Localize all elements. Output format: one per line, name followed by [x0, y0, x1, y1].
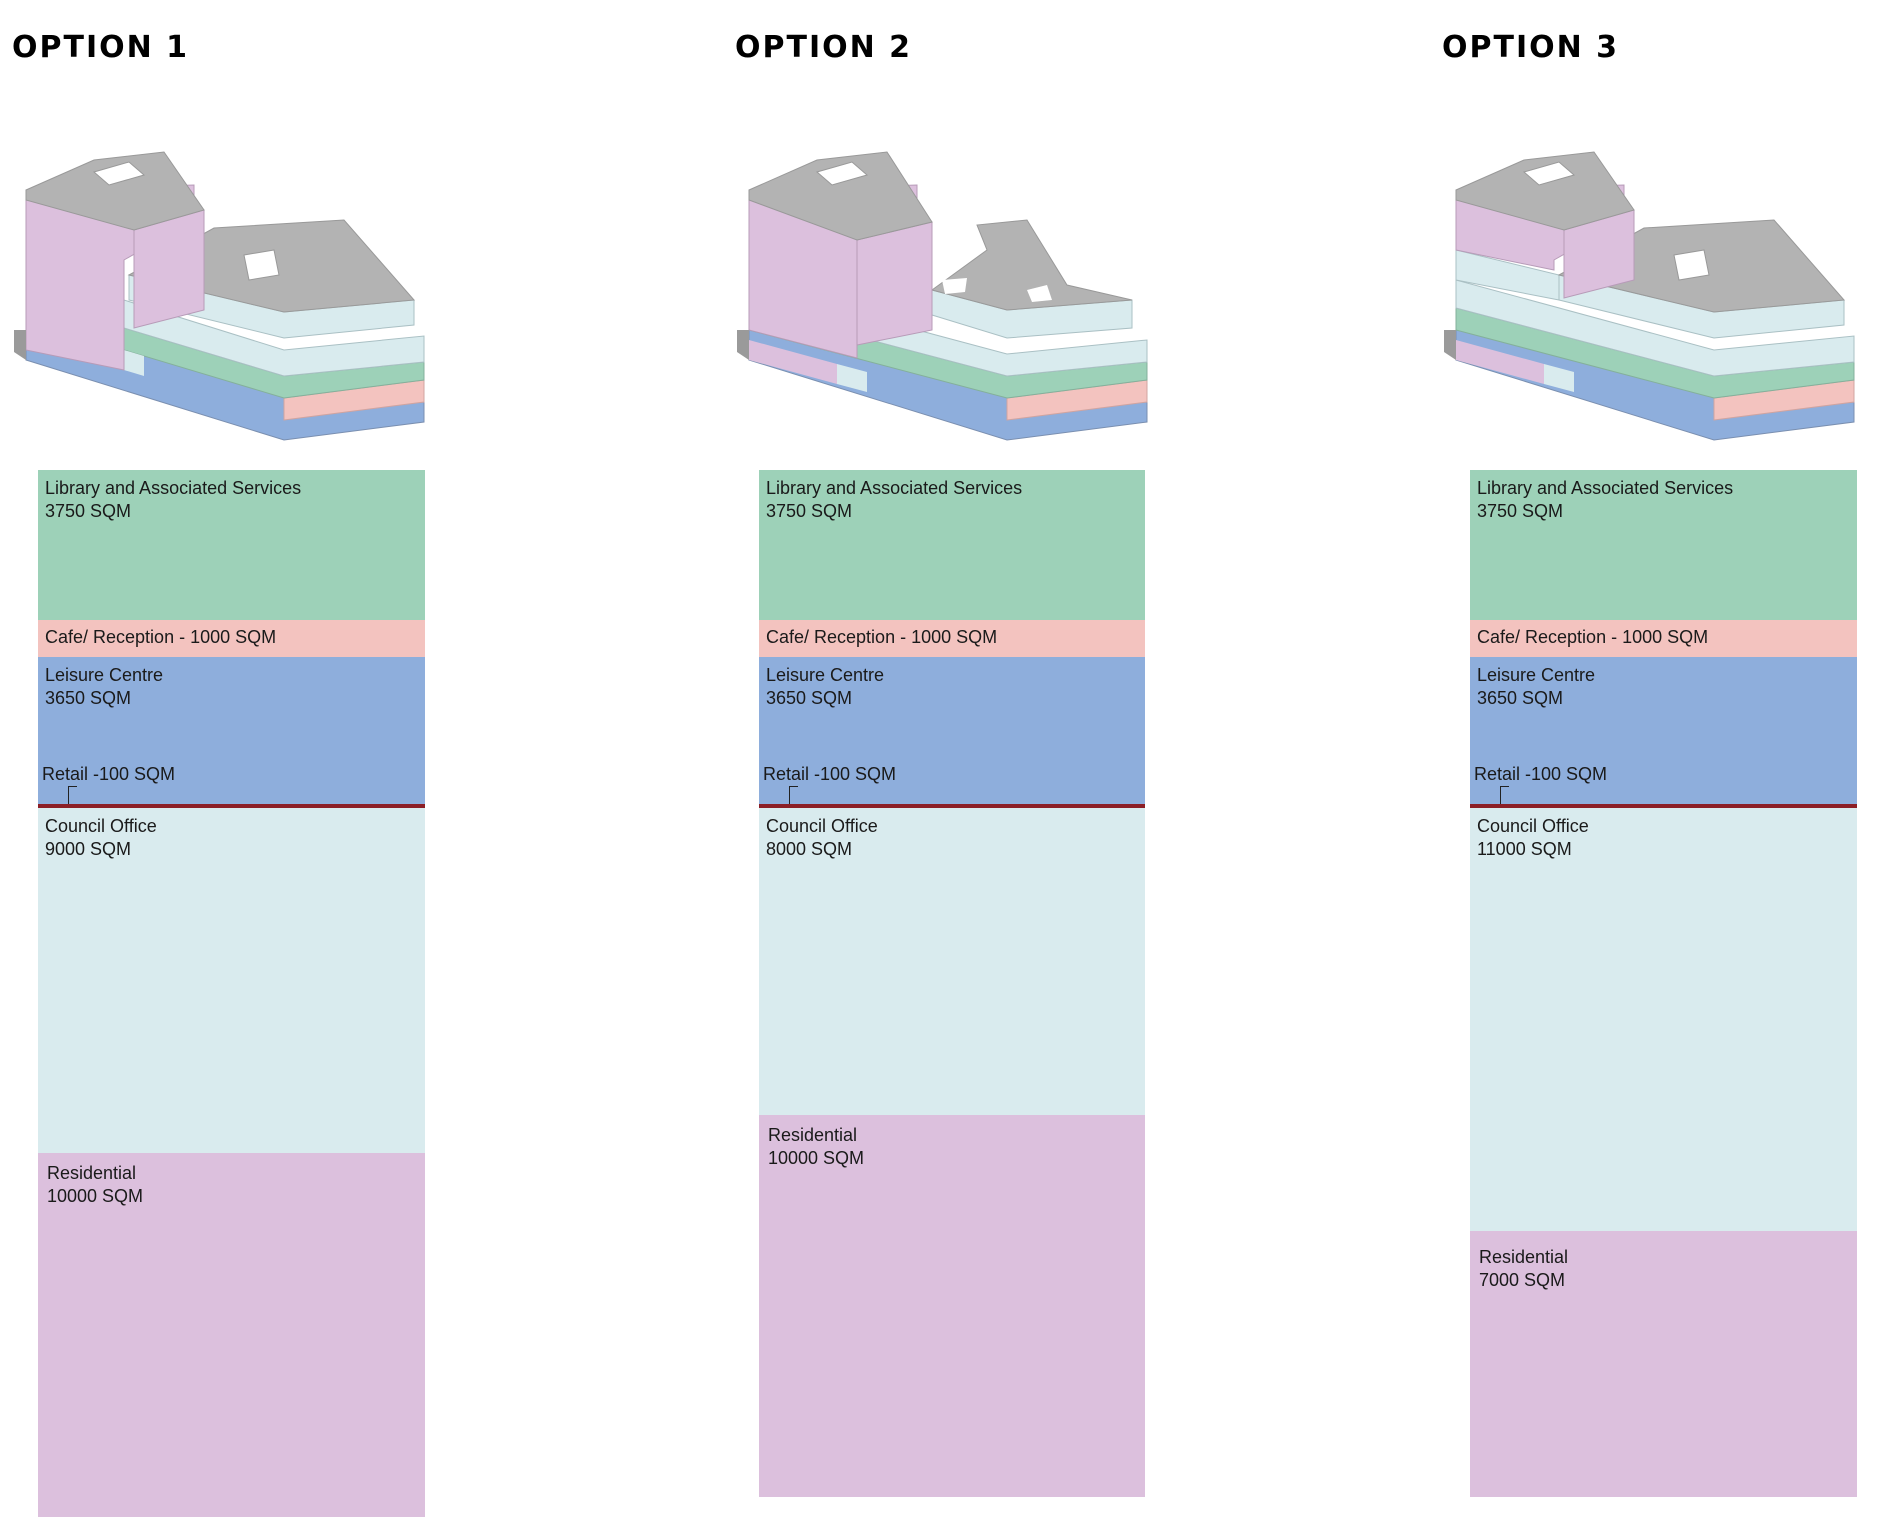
- leisure-centre-block: Leisure Centre 3650 SQM: [759, 657, 1145, 806]
- council-office-name: Council Office: [45, 816, 157, 836]
- ground-level-divider: [1470, 804, 1857, 808]
- council-office-area: 11000 SQM: [1477, 839, 1572, 859]
- retail-leader-line: [789, 786, 798, 805]
- retail-label: Retail -100 SQM: [763, 764, 897, 784]
- council-office-name: Council Office: [766, 816, 878, 836]
- building-massing-model: [737, 151, 1148, 441]
- library-name: Library and Associated Services: [766, 478, 1023, 498]
- cafe-reception-block: Cafe/ Reception - 1000 SQM: [1470, 620, 1857, 657]
- library-block: Library and Associated Services 3750 SQM: [38, 470, 425, 620]
- leisure-centre-name: Leisure Centre: [45, 665, 164, 685]
- option-title: OPTION 2: [735, 30, 913, 65]
- cafe-reception-label: Cafe/ Reception - 1000 SQM: [766, 627, 998, 647]
- residential-name: Residential: [768, 1125, 858, 1145]
- residential-block: Residential 7000 SQM: [1470, 1231, 1857, 1497]
- residential-block: Residential 10000 SQM: [38, 1153, 425, 1517]
- residential-name: Residential: [47, 1163, 137, 1183]
- residential-area: 10000 SQM: [768, 1148, 865, 1168]
- retail-leader-line: [1500, 786, 1509, 805]
- leisure-centre-block: Leisure Centre 3650 SQM: [38, 657, 425, 806]
- residential-area: 7000 SQM: [1479, 1270, 1566, 1290]
- residential-area: 10000 SQM: [47, 1186, 144, 1206]
- retail-label: Retail -100 SQM: [1474, 764, 1608, 784]
- library-name: Library and Associated Services: [1477, 478, 1734, 498]
- cafe-reception-label: Cafe/ Reception - 1000 SQM: [45, 627, 277, 647]
- library-area: 3750 SQM: [766, 501, 853, 521]
- leisure-centre-name: Leisure Centre: [1477, 665, 1596, 685]
- residential-block: Residential 10000 SQM: [759, 1115, 1145, 1497]
- library-block: Library and Associated Services 3750 SQM: [1470, 470, 1857, 620]
- cafe-reception-label: Cafe/ Reception - 1000 SQM: [1477, 627, 1709, 647]
- cafe-reception-block: Cafe/ Reception - 1000 SQM: [38, 620, 425, 657]
- leisure-centre-area: 3650 SQM: [766, 688, 853, 708]
- ground-level-divider: [38, 804, 425, 808]
- council-office-area: 8000 SQM: [766, 839, 853, 859]
- council-office-block: Council Office 11000 SQM: [1470, 808, 1857, 1231]
- residential-name: Residential: [1479, 1247, 1569, 1267]
- library-name: Library and Associated Services: [45, 478, 302, 498]
- ground-level-divider: [759, 804, 1145, 808]
- building-massing-model: [14, 151, 425, 441]
- leisure-centre-area: 3650 SQM: [45, 688, 132, 708]
- retail-leader-line: [68, 786, 77, 805]
- library-area: 3750 SQM: [45, 501, 132, 521]
- option-title: OPTION 1: [12, 30, 190, 65]
- leisure-centre-area: 3650 SQM: [1477, 688, 1564, 708]
- council-office-name: Council Office: [1477, 816, 1589, 836]
- library-block: Library and Associated Services 3750 SQM: [759, 470, 1145, 620]
- option-title: OPTION 3: [1442, 30, 1620, 65]
- retail-label: Retail -100 SQM: [42, 764, 176, 784]
- leisure-centre-name: Leisure Centre: [766, 665, 885, 685]
- library-area: 3750 SQM: [1477, 501, 1564, 521]
- cafe-reception-block: Cafe/ Reception - 1000 SQM: [759, 620, 1145, 657]
- building-massing-model: [1444, 151, 1855, 441]
- council-office-area: 9000 SQM: [45, 839, 132, 859]
- leisure-centre-block: Leisure Centre 3650 SQM: [1470, 657, 1857, 806]
- council-office-block: Council Office 9000 SQM: [38, 808, 425, 1153]
- council-office-block: Council Office 8000 SQM: [759, 808, 1145, 1115]
